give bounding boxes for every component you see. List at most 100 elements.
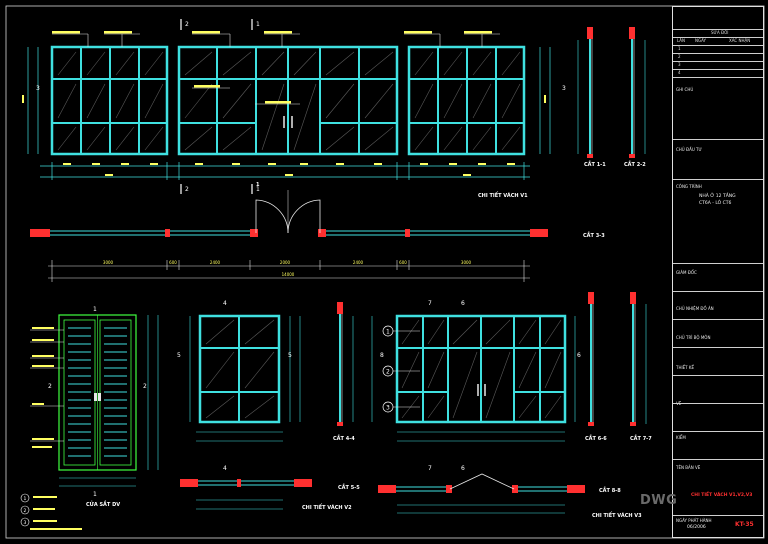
rev-col-xacnhan: XÁC NHẬN [729, 38, 751, 43]
door-title: CỬA SẮT DV [86, 500, 120, 508]
svg-text:CẮT 3-3: CẮT 3-3 [583, 231, 605, 239]
v2-markers: 4 5 5 4 [177, 300, 292, 472]
svg-text:2: 2 [143, 383, 147, 390]
svg-text:2: 2 [185, 21, 189, 28]
v1-dimensions [27, 47, 551, 180]
section-8-8 [378, 473, 585, 514]
project-line2: CT6A - LÔ CT6 [699, 201, 732, 206]
rev-row: 2 [678, 54, 681, 59]
svg-text:3000: 3000 [103, 260, 114, 265]
svg-text:3000: 3000 [461, 260, 472, 265]
svg-text:CỬA SẮT DV: CỬA SẮT DV [86, 500, 120, 508]
issue-date: 06/2006 [687, 525, 706, 530]
v3-callouts: 1 2 3 [382, 325, 420, 413]
ghi-chu-label: GHI CHÚ [676, 87, 694, 92]
chu-tri-label: CHỦ TRÌ BỘ MÔN [676, 335, 711, 340]
v1-callout-text [52, 31, 492, 104]
svg-text:CẮT 7-7: CẮT 7-7 [630, 434, 652, 442]
svg-text:2: 2 [386, 369, 390, 376]
v3-glass-hatch [401, 319, 562, 419]
svg-text:2: 2 [185, 186, 189, 193]
rev-col-ngay: NGÀY [695, 38, 706, 43]
project-line1: NHÀ Ở 12 TẦNG [699, 194, 736, 199]
svg-text:CHI TIẾT VÁCH V1: CHI TIẾT VÁCH V1 [478, 191, 528, 199]
svg-text:3: 3 [24, 520, 27, 526]
v2-dims [189, 316, 301, 442]
svg-text:CHI TIẾT VÁCH V2: CHI TIẾT VÁCH V2 [302, 503, 352, 511]
svg-text:2: 2 [48, 383, 52, 390]
kiem-label: KIỂM [676, 435, 686, 440]
cong-trinh-label: CÔNG TRÌNH [676, 184, 702, 189]
v3-markers: 7 6 8 6 7 6 [380, 300, 581, 472]
section-5-5 [180, 479, 312, 510]
svg-text:2400: 2400 [353, 260, 364, 265]
svg-text:3: 3 [386, 405, 390, 412]
v2-labels: CẮT 4-4 CẮT 5-5 CHI TIẾT VÁCH V2 [302, 434, 360, 511]
svg-text:14000: 14000 [282, 272, 295, 277]
watermark: DWG [640, 493, 678, 508]
plan-dim-text: 3000 600 2400 2000 2400 600 3000 14000 [103, 260, 472, 277]
svg-text:1: 1 [93, 491, 97, 498]
section-3-3-plan [30, 190, 548, 237]
v1-cut-marks [180, 19, 253, 194]
chu-nhiem-label: CHỦ NHIỆM ĐỒ ÁN [676, 306, 714, 311]
svg-text:CẮT 4-4: CẮT 4-4 [333, 434, 355, 442]
door-markers: 1 1 2 2 [48, 306, 147, 498]
section-2-2 [629, 27, 646, 158]
title-block: SỬA ĐỔI LẦN NGÀY XÁC NHẬN 1 2 3 4 GHI CH… [672, 6, 764, 538]
legend: 1 2 3 [20, 493, 82, 530]
v3-labels: CẮT 6-6 CẮT 7-7 CẮT 8-8 CHI TIẾT VÁCH V3 [585, 434, 652, 519]
rev-row: 4 [678, 70, 681, 75]
svg-text:6: 6 [577, 352, 581, 359]
drawing-name: CHI TIẾT VÁCH V1,V2,V3 [691, 493, 753, 498]
svg-text:5: 5 [288, 352, 292, 359]
svg-text:7: 7 [428, 465, 432, 472]
rev-col-lan: LẦN [677, 38, 685, 43]
v1-elevation [50, 45, 526, 156]
revision-header: SỬA ĐỔI [711, 30, 729, 35]
svg-text:2: 2 [24, 508, 27, 514]
svg-text:4: 4 [223, 300, 227, 307]
door-leaders [30, 329, 64, 442]
svg-text:CẮT 8-8: CẮT 8-8 [599, 486, 621, 494]
v2-elevation [198, 314, 281, 424]
svg-text:6: 6 [461, 465, 465, 472]
svg-text:2400: 2400 [210, 260, 221, 265]
sheet-border [5, 5, 765, 539]
v1-dim-text [22, 95, 546, 176]
door-slats [68, 327, 127, 457]
svg-text:1: 1 [256, 21, 260, 28]
rev-row: 1 [678, 46, 681, 51]
svg-text:CẮT 6-6: CẮT 6-6 [585, 434, 607, 442]
svg-text:1: 1 [386, 329, 390, 336]
svg-text:5: 5 [177, 352, 181, 359]
v1-callouts [52, 33, 500, 105]
v1-markers: 2 1 2 1 3 3 [36, 21, 566, 193]
plan-dims [48, 260, 530, 282]
svg-text:600: 600 [399, 260, 407, 265]
svg-text:CHI TIẾT VÁCH V3: CHI TIẾT VÁCH V3 [592, 511, 642, 519]
svg-text:600: 600 [169, 260, 177, 265]
svg-text:1: 1 [24, 496, 27, 502]
chu-dau-tu-label: CHỦ ĐẦU TƯ [676, 147, 702, 152]
svg-text:1: 1 [256, 186, 260, 193]
svg-text:6: 6 [461, 300, 465, 307]
door-dv [58, 314, 137, 471]
svg-text:CẮT 5-5: CẮT 5-5 [338, 483, 360, 491]
svg-text:8: 8 [380, 352, 384, 359]
svg-text:2000: 2000 [280, 260, 291, 265]
svg-text:3: 3 [562, 85, 566, 92]
ten-ban-ve-label: TÊN BẢN VẼ [676, 465, 701, 470]
section-4-4 [337, 302, 354, 426]
ngay-phat-hanh-label: NGÀY PHÁT HÀNH [676, 518, 712, 523]
v2-glass-hatch [205, 319, 275, 419]
v3-elevation [395, 314, 567, 424]
section-6-6 [588, 292, 594, 426]
svg-text:1: 1 [93, 306, 97, 313]
section-1-1 [577, 27, 593, 158]
section-7-7 [630, 292, 647, 426]
door-leader-text [32, 327, 54, 448]
v3-dims [371, 316, 576, 442]
sheet-number: KT-35 [735, 521, 754, 528]
